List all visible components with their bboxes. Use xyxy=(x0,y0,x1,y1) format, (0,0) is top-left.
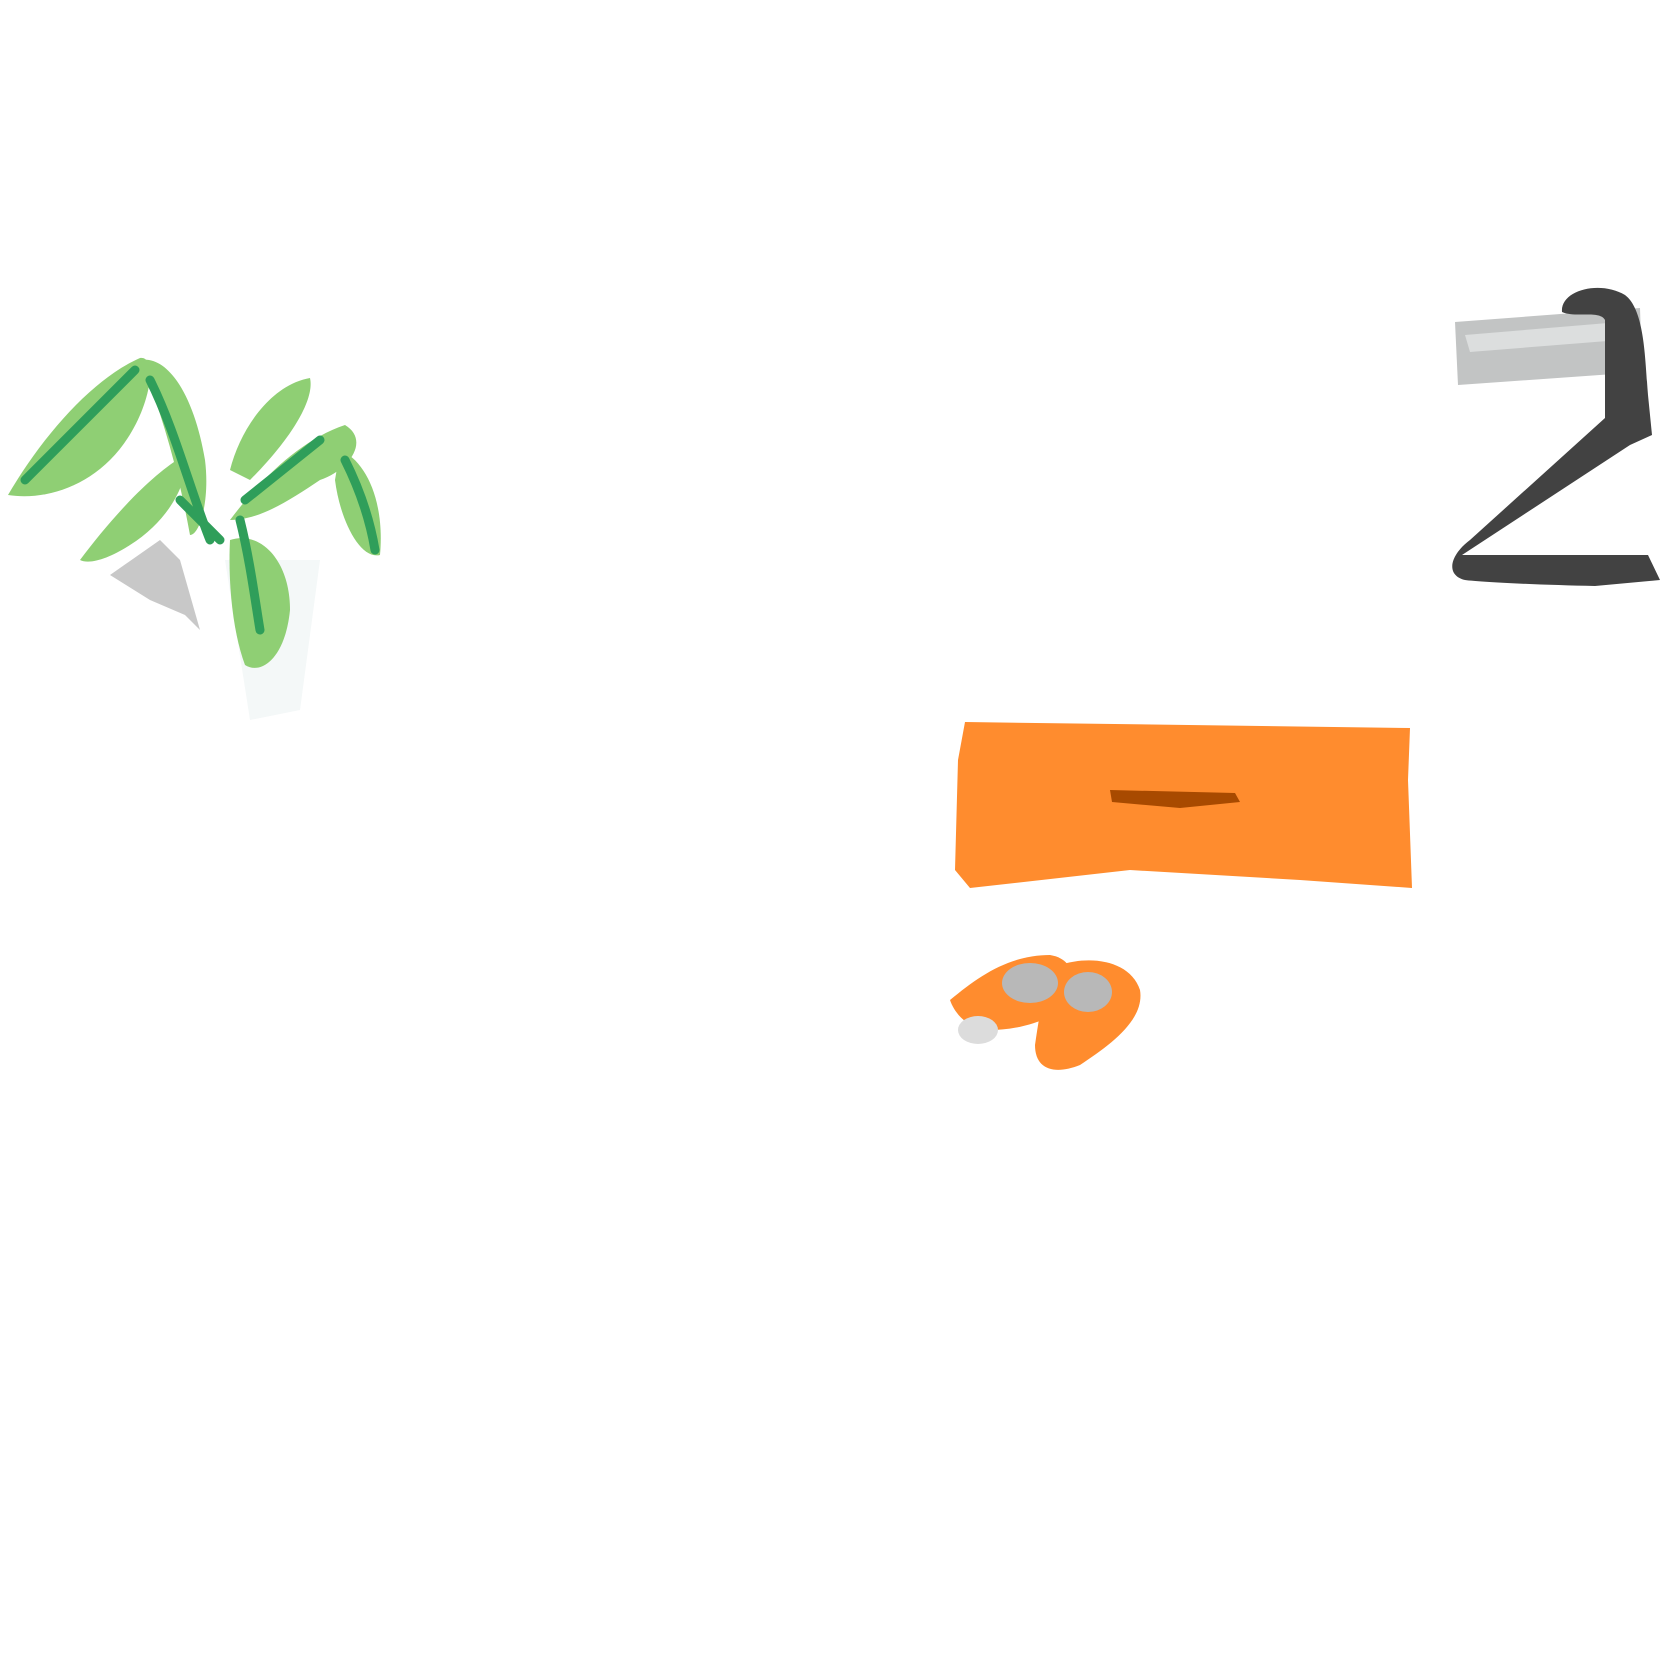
slipper-right-inner xyxy=(1064,972,1112,1012)
leaf-vein xyxy=(20,365,140,485)
leaf xyxy=(230,378,311,480)
leaf xyxy=(80,455,186,562)
leaf-vein xyxy=(240,435,325,505)
plant-pot xyxy=(110,540,200,630)
leaf-vein xyxy=(235,515,265,635)
rug xyxy=(955,722,1412,888)
rug-mark xyxy=(1110,790,1240,808)
leaf-vein xyxy=(175,495,225,545)
plant xyxy=(8,357,381,720)
leaf xyxy=(230,425,357,520)
slipper-right xyxy=(1035,960,1141,1070)
desk-lamp xyxy=(1452,287,1660,586)
lamp-arm xyxy=(1452,287,1660,586)
slipper-shadow xyxy=(958,1016,998,1044)
slipper-left-inner xyxy=(1002,963,1058,1003)
slippers xyxy=(950,955,1141,1070)
lamp-shade-highlight xyxy=(1465,322,1620,352)
leaf-vein xyxy=(340,455,380,555)
